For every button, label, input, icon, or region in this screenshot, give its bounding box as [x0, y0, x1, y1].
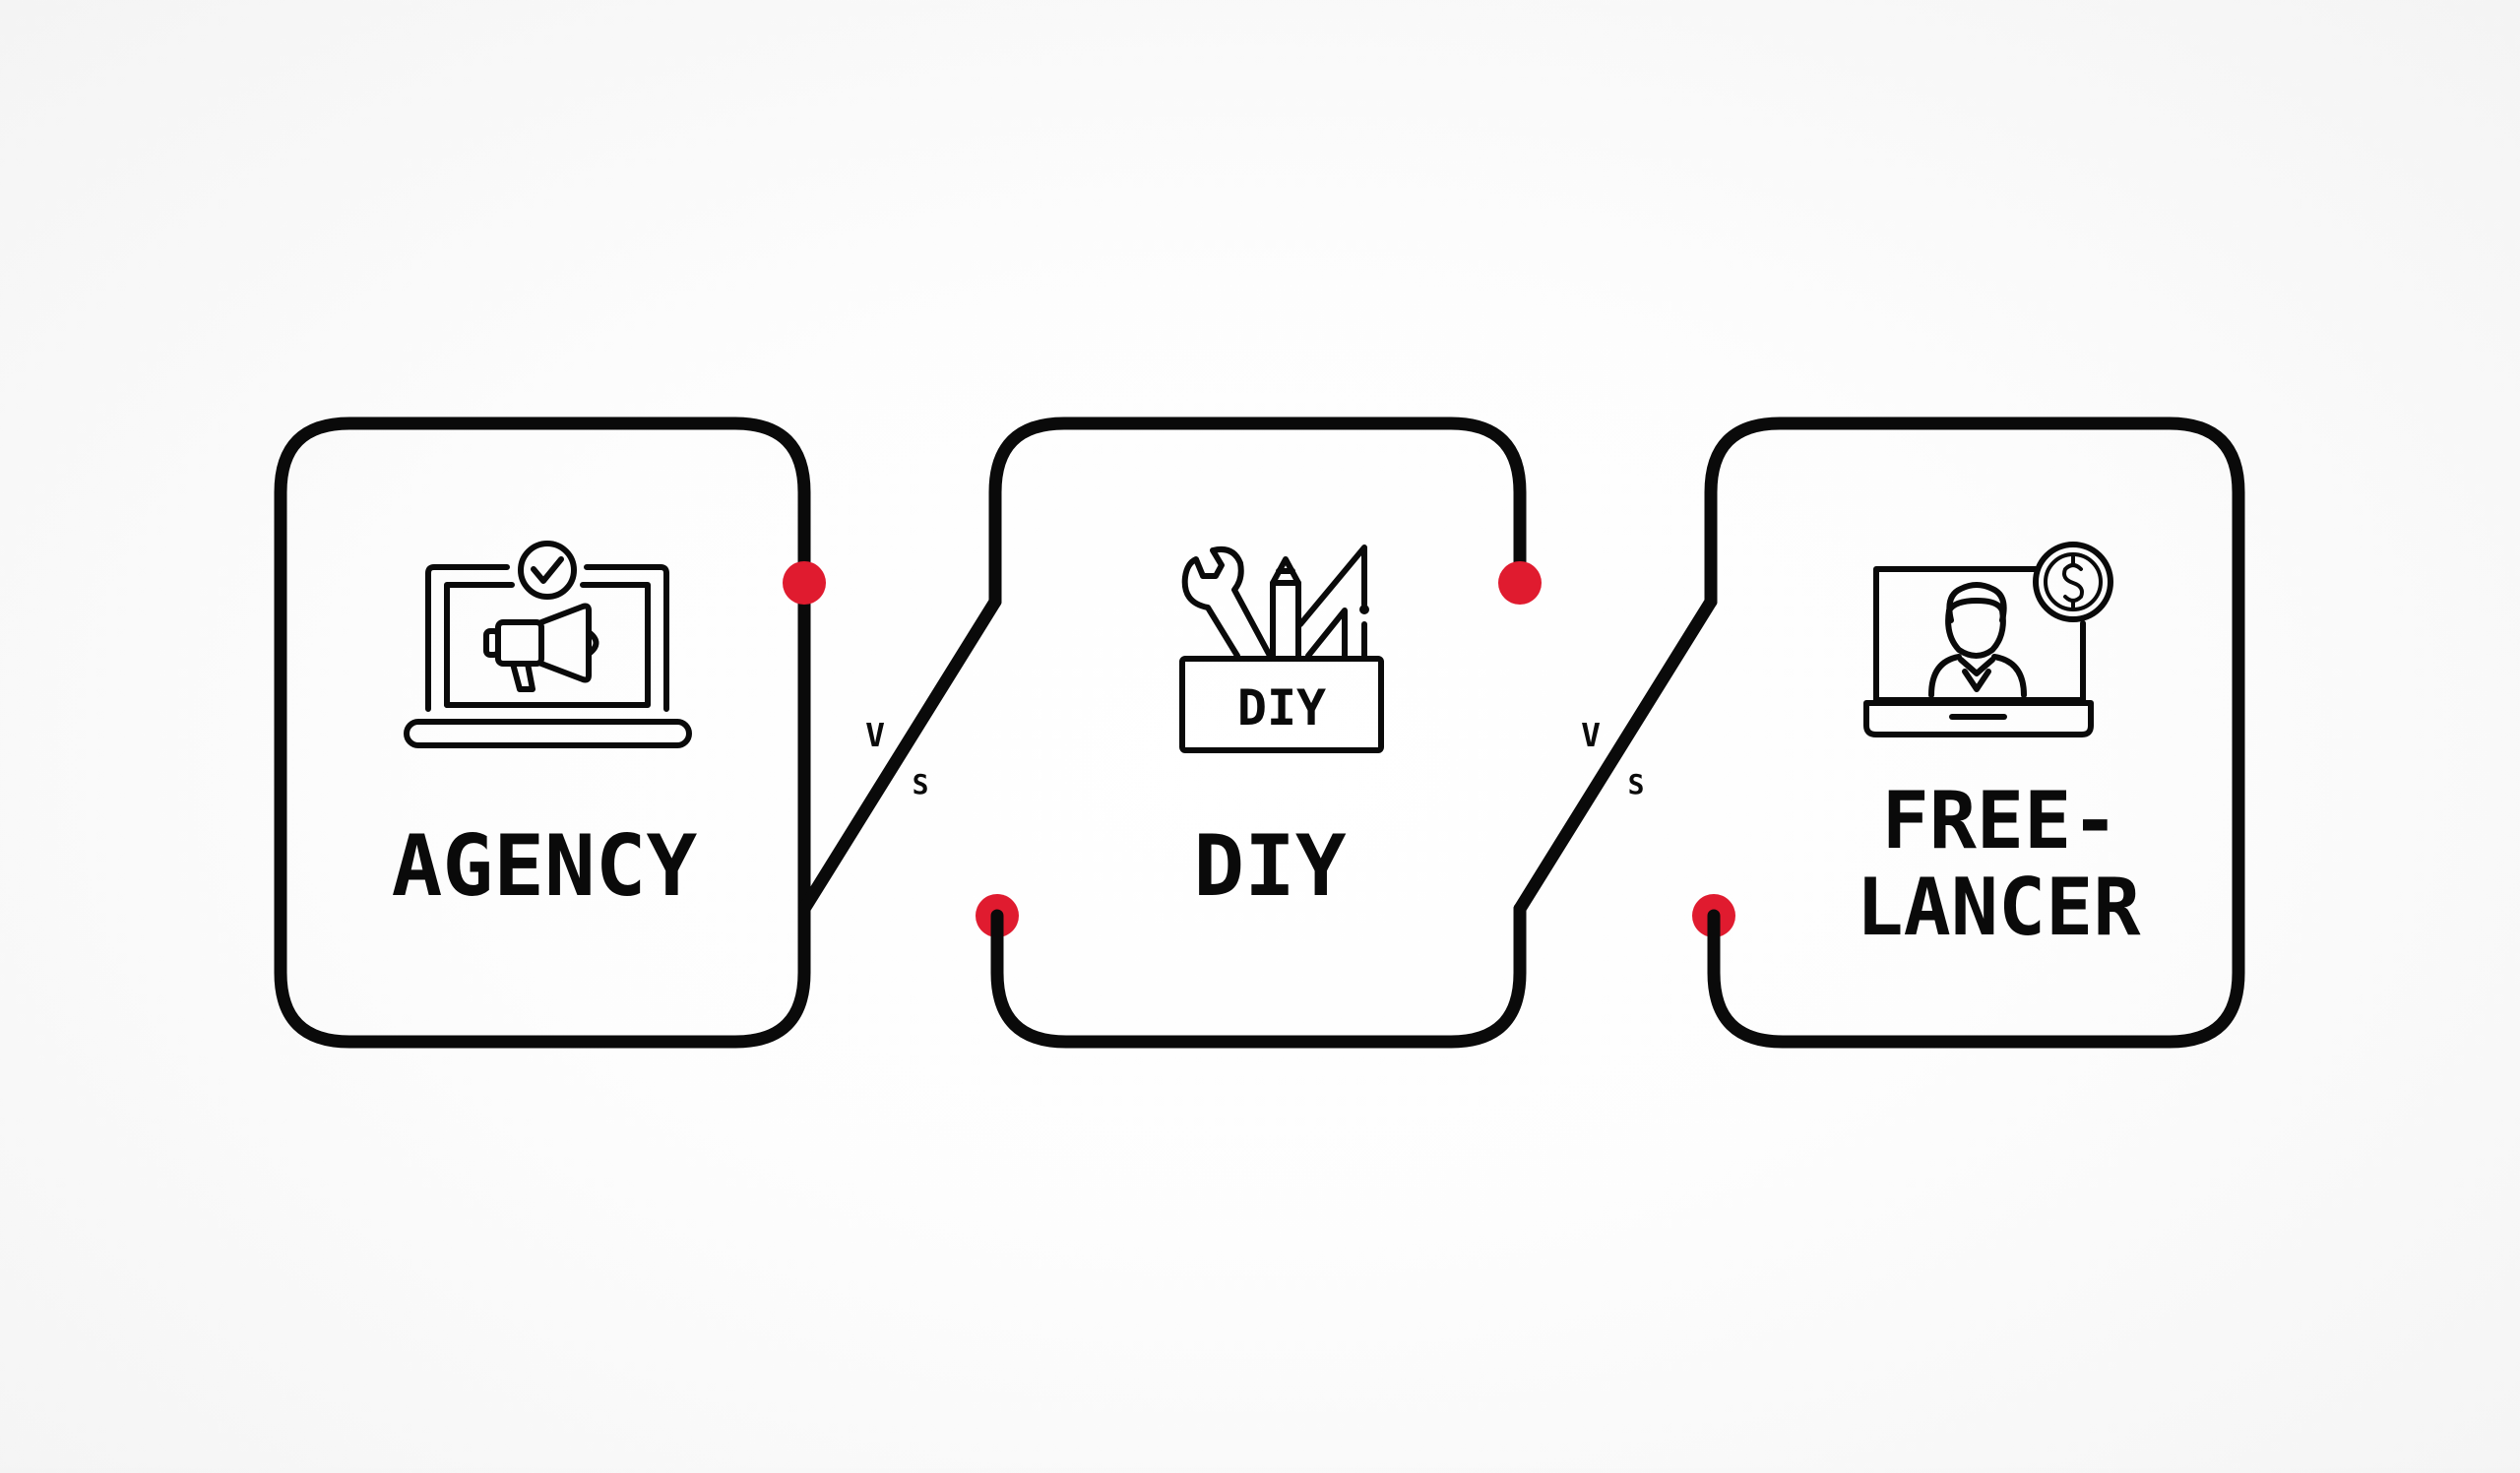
vs-label-s-1: S	[913, 768, 929, 801]
card-agency: AGENCY	[274, 416, 811, 1049]
vs-connector-2: V S	[1498, 561, 1735, 937]
card-agency-outline	[274, 416, 811, 1049]
card-title-diy: DIY	[1193, 817, 1347, 916]
toolbox-icon	[1179, 544, 1384, 753]
card-title-freelancer-line2: LANCER	[1857, 862, 2142, 953]
card-freelancer-outline	[1704, 416, 2245, 1049]
card-freelancer: FREE- LANCER	[1704, 416, 2245, 1049]
toolbox-label: DIY	[1237, 679, 1326, 736]
card-title-agency: AGENCY	[392, 817, 698, 916]
laptop-megaphone-icon	[404, 541, 692, 748]
card-title-freelancer-line1: FREE-	[1882, 775, 2119, 866]
vs-label-v-2: V	[1581, 716, 1601, 754]
connector-line-1	[797, 595, 1002, 916]
card-diy-outline-bottom	[990, 902, 1527, 1049]
connector-dot-top-2	[1498, 561, 1542, 605]
card-diy: DIY DIY	[988, 416, 1527, 1049]
connector-line-2	[1513, 595, 1718, 916]
connector-dot-top-1	[783, 561, 826, 605]
laptop-freelancer-icon	[1863, 542, 2113, 737]
vs-label-v-1: V	[865, 716, 885, 754]
vs-label-s-2: S	[1628, 768, 1645, 801]
card-diy-outline	[988, 416, 1527, 608]
vs-connector-1: V S	[783, 561, 1019, 937]
